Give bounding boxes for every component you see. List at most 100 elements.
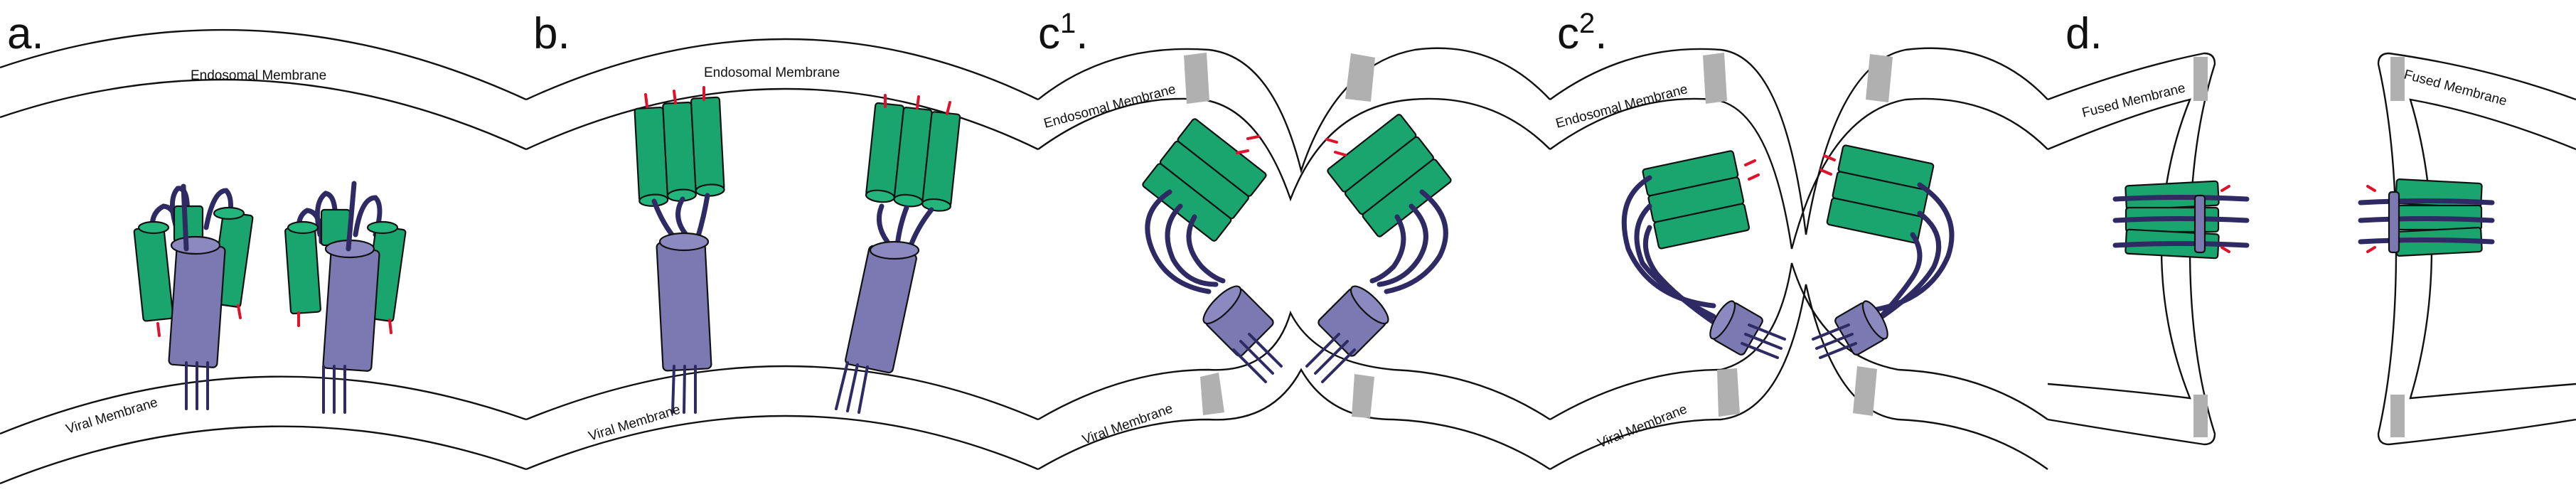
endosomal-membrane-b-inner — [525, 87, 1039, 151]
protein-c1-left — [1142, 118, 1283, 383]
linker-loop — [2112, 195, 2250, 202]
core-cylinder-top — [869, 240, 920, 260]
green-helix-top — [137, 220, 170, 235]
green-helix-top — [366, 220, 399, 235]
green-helix-top — [921, 198, 952, 212]
linker-loop — [181, 183, 189, 252]
grey-patch-c2-tr — [1866, 54, 1893, 102]
core-cylinder-top — [170, 235, 221, 255]
green-helix-top — [287, 220, 319, 235]
endosomal-membrane-c1 — [1037, 47, 1551, 174]
linker-loop — [1145, 189, 1212, 294]
stalk-lines — [671, 365, 675, 414]
panel-label-c1-sup: 1 — [1060, 8, 1076, 39]
green-helix-top — [695, 183, 725, 197]
core-cylinder — [845, 245, 917, 374]
endosomal-membrane-b — [525, 38, 1039, 101]
grey-patch-d-lt — [2193, 57, 2208, 101]
endosomal-membrane-label-a: Endosomal Membrane — [191, 68, 326, 83]
stalk-lines — [1239, 340, 1274, 375]
panel-label-d: d. — [2065, 9, 2102, 58]
fusion-loop — [1744, 159, 1756, 166]
stalk-lines — [846, 363, 859, 412]
linker-loop — [353, 195, 383, 237]
fusion-loop — [1246, 135, 1260, 140]
grey-patch-d-rt — [2390, 57, 2405, 101]
fusion-loop — [2220, 185, 2230, 192]
panel-label-c2: c2. — [1557, 8, 1607, 58]
viral-membrane-label-c2: Viral Membrane — [1596, 402, 1689, 451]
grey-patch-d-lb — [2193, 395, 2208, 437]
green-helix — [284, 225, 321, 315]
core-cylinder — [656, 240, 712, 372]
core-cylinder-top — [1709, 300, 1736, 340]
linker-loop — [651, 198, 675, 237]
panel-label-c1: c1. — [1038, 8, 1088, 58]
endosomal-membrane-c2 — [1549, 47, 2048, 235]
viral-membrane-b-inner — [525, 415, 1039, 471]
grey-patch-c2-tl — [1703, 53, 1727, 104]
grey-patch-c2-br — [1853, 366, 1877, 416]
panel-c2-proteins — [1621, 144, 1955, 359]
panel-label-c2-letter: c — [1557, 9, 1579, 58]
stalk-lines — [1741, 342, 1779, 359]
stalk-lines — [857, 365, 869, 414]
protein-c1-right — [1305, 114, 1452, 383]
stalk-lines — [1744, 333, 1783, 350]
protein-c2-right — [1812, 144, 1955, 359]
panel-label-c2-dot: . — [1595, 9, 1607, 58]
grey-patch-c1-br — [1352, 374, 1374, 418]
green-helix — [1653, 203, 1751, 250]
fusion-loop — [1334, 151, 1347, 156]
fusion-loop — [673, 90, 677, 105]
green-helix — [133, 225, 174, 322]
core-cylinder-top — [1202, 285, 1242, 325]
fusion-loop — [2366, 246, 2376, 253]
panel-label-c1-dot: . — [1076, 9, 1088, 58]
viral-membrane-label-b: Viral Membrane — [587, 402, 682, 444]
grey-patches — [1184, 53, 2405, 437]
fusion-loop — [1748, 173, 1760, 181]
panel-b-proteins — [634, 86, 961, 414]
viral-membrane-b — [525, 365, 1039, 421]
linker-loop — [1874, 210, 1942, 323]
core-cylinder — [2388, 191, 2400, 254]
endosomal-membrane-c1-inner — [1037, 97, 1551, 202]
panel-label-a: a. — [7, 9, 44, 58]
green-helix — [690, 96, 725, 192]
linker-loop — [1642, 225, 1723, 330]
protein-d-left — [2112, 180, 2250, 260]
viral-membrane-a-inner — [0, 425, 527, 485]
fusion-loop — [388, 319, 392, 334]
endosomal-membrane-label-b: Endosomal Membrane — [704, 65, 840, 80]
grey-patch-c2-bl — [1717, 368, 1740, 417]
linker-loop — [1186, 214, 1226, 284]
endosomal-membrane-label-c1: Endosomal Membrane — [1042, 82, 1177, 132]
protein-c2-left — [1621, 150, 1786, 359]
viral-membrane-label-c1: Viral Membrane — [1081, 401, 1175, 447]
panel-label-c2-sup: 2 — [1579, 8, 1595, 39]
core-cylinder-top — [1350, 285, 1389, 325]
core-cylinder — [1205, 288, 1274, 357]
stalk-lines — [1812, 324, 1850, 341]
stalk-lines — [683, 365, 686, 414]
linker-loop — [1384, 189, 1448, 294]
viral-membrane-a — [0, 375, 527, 435]
endosomal-membrane-c2-inner — [1549, 97, 2048, 250]
fusion-loop — [2366, 185, 2376, 192]
viral-membrane-label-a: Viral Membrane — [64, 395, 159, 437]
linker-loop — [2112, 241, 2250, 248]
grey-patch-c1-tr — [1345, 53, 1375, 102]
green-helix-top — [213, 206, 245, 220]
linker-loop — [894, 205, 909, 248]
grey-patch-c1-tl — [1184, 53, 1209, 104]
linker-loop — [2358, 237, 2495, 245]
fusion-loop — [237, 304, 242, 319]
stalk-lines — [1305, 333, 1340, 368]
green-helix — [1142, 163, 1232, 242]
linker-loop — [1369, 214, 1406, 284]
fusion-loop — [1819, 169, 1832, 176]
grey-patch-c1-bl — [1200, 373, 1224, 415]
fusion-loop — [916, 95, 920, 109]
